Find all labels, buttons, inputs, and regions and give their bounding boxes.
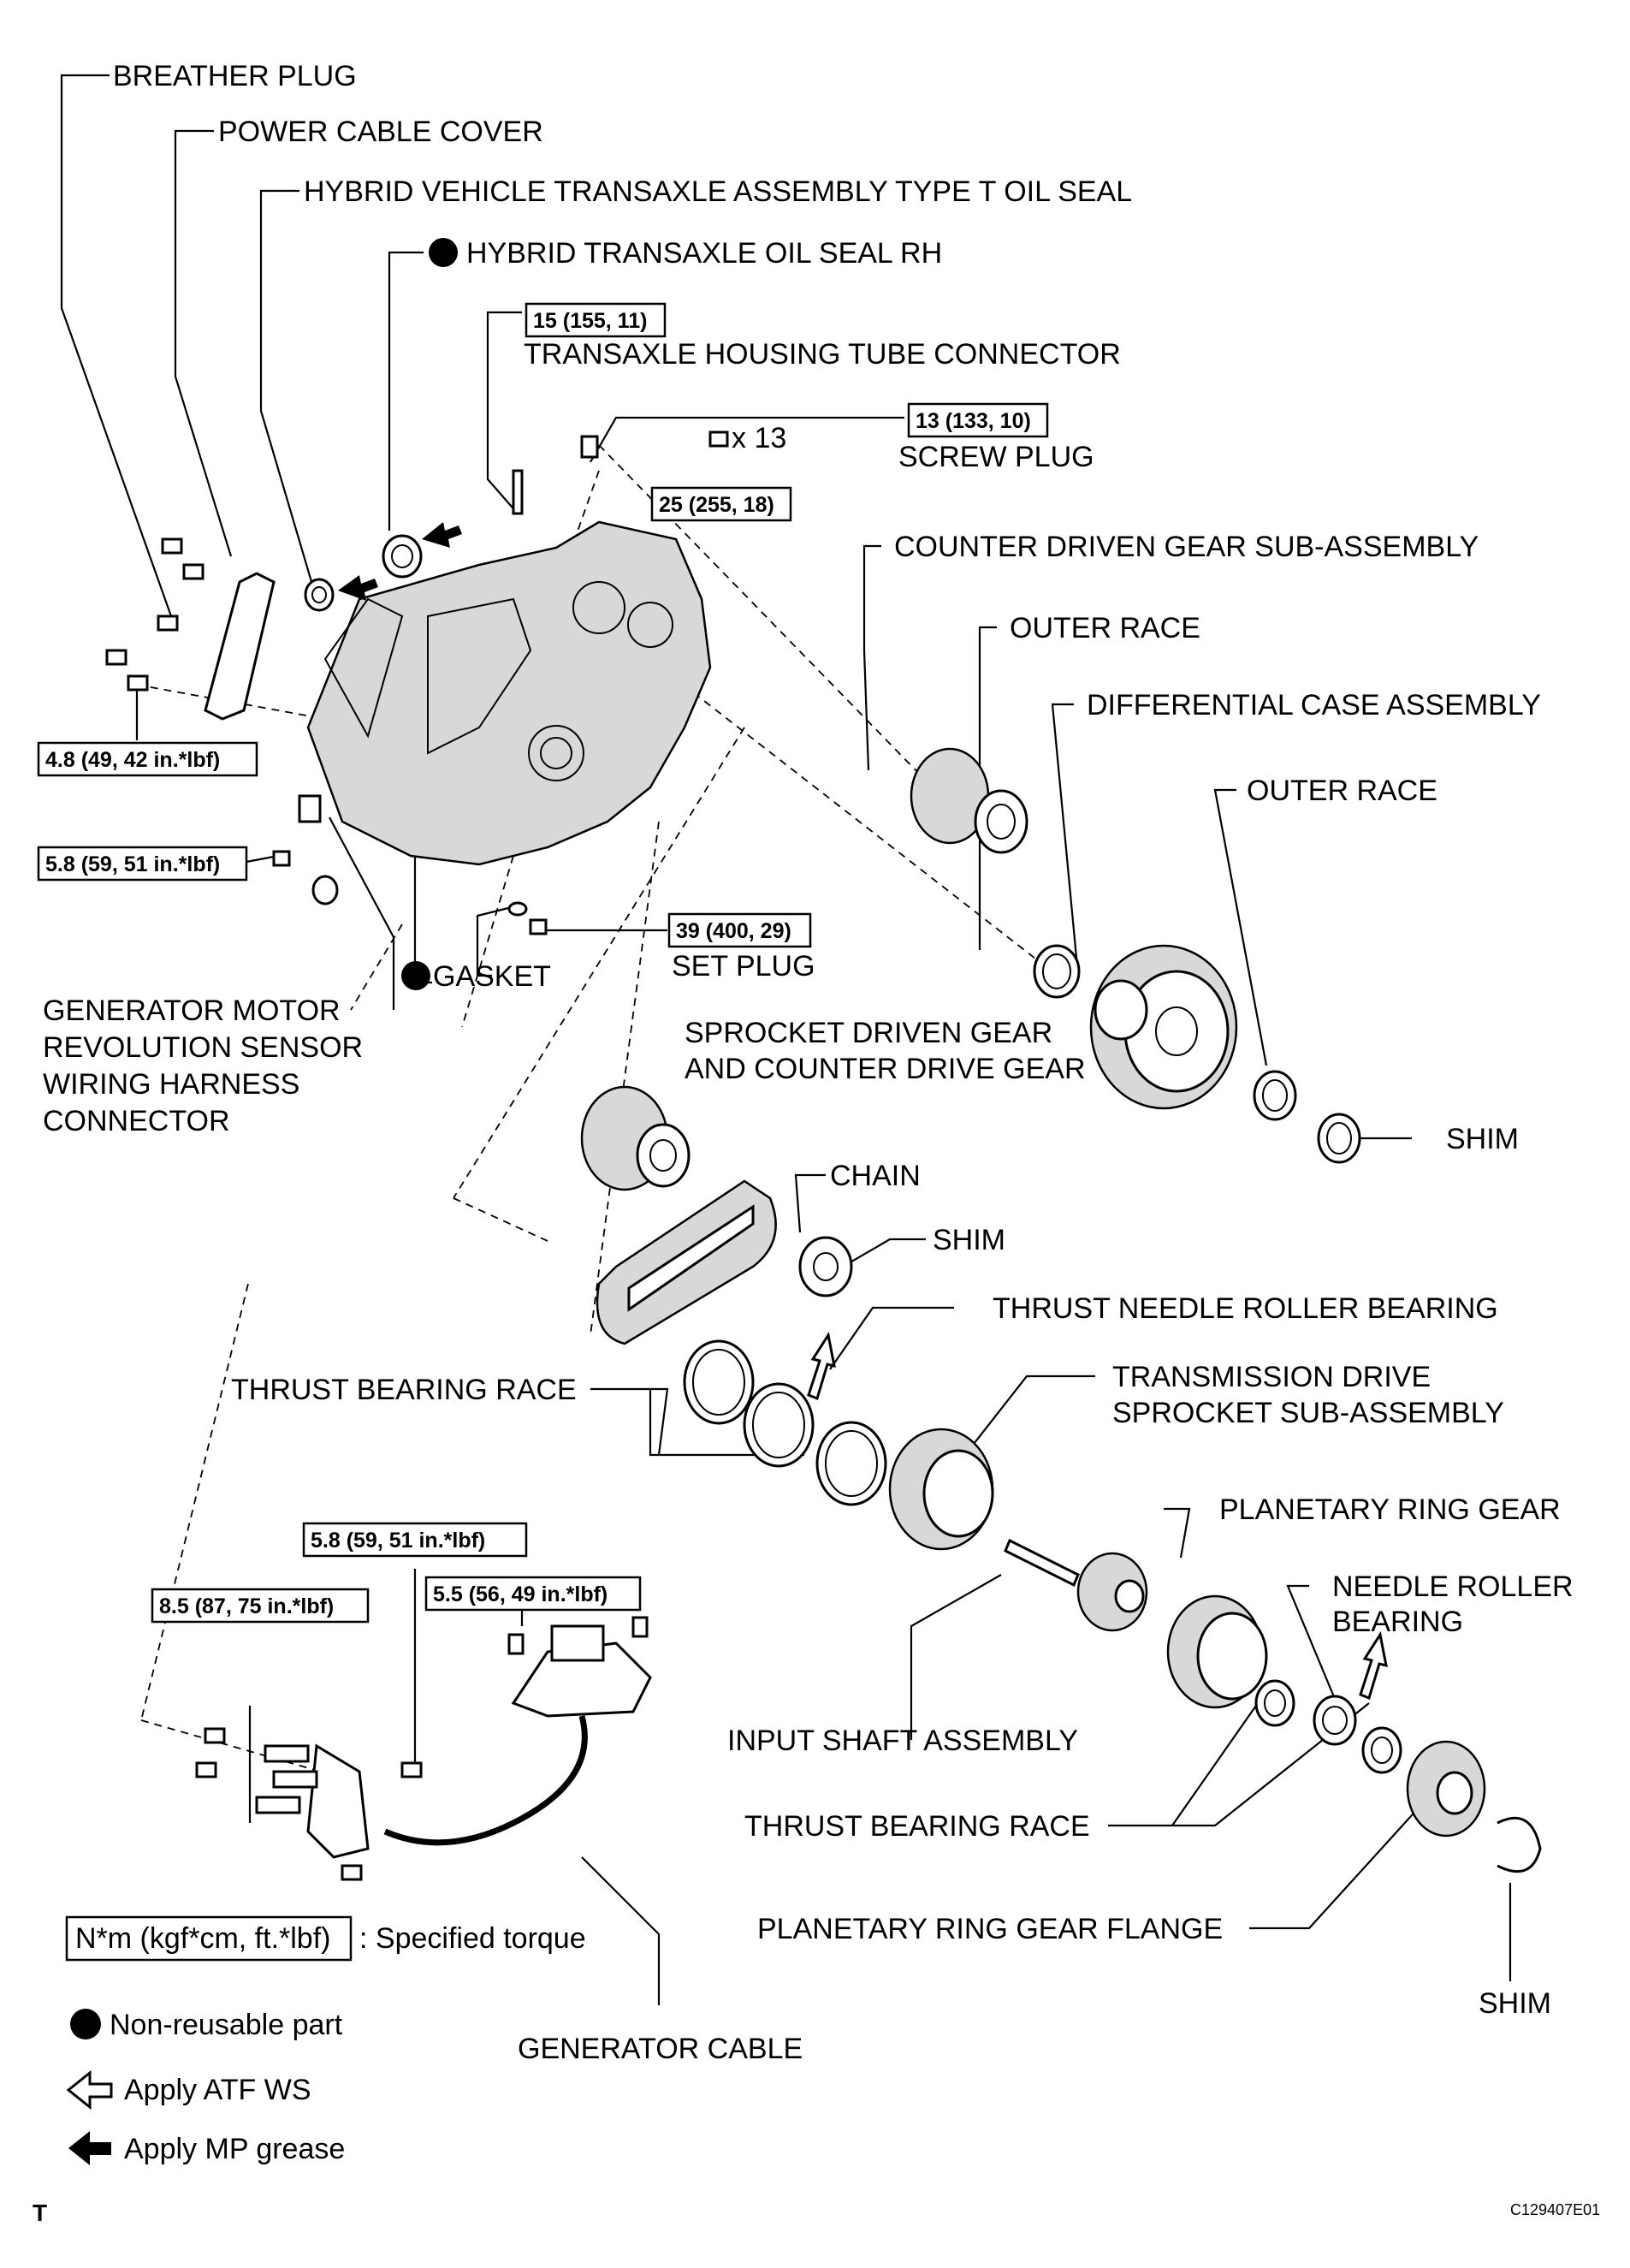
label-generator-sensor-1: GENERATOR MOTOR: [43, 994, 341, 1027]
torque-screw-plug: 13 (133, 10): [916, 409, 1031, 433]
label-shim-1: SHIM: [1446, 1123, 1519, 1155]
grease-filled-arrow-icon: [68, 2131, 111, 2165]
legend-torque-box: N*m (kgf*cm, ft.*lbf): [75, 1922, 330, 1955]
figure-code: C129407E01: [1510, 2201, 1600, 2218]
atf-open-arrows: [807, 1332, 1388, 1701]
planetary-flange-part: [1406, 1740, 1542, 1873]
legend-grease: Apply MP grease: [124, 2133, 345, 2165]
label-differential-case: DIFFERENTIAL CASE ASSEMBLY: [1087, 689, 1541, 721]
legend-torque-text: : Specified torque: [359, 1922, 586, 1955]
label-outer-race-1: OUTER RACE: [1010, 612, 1200, 644]
legend: N*m (kgf*cm, ft.*lbf) : Specified torque…: [65, 1915, 586, 2165]
torque-cover-bolts: 4.8 (49, 42 in.*lbf): [45, 748, 220, 772]
sprocket-driven-gear-part: [580, 1085, 691, 1191]
torque-cable-flange: 8.5 (87, 75 in.*lbf): [159, 1594, 334, 1618]
label-set-plug: SET PLUG: [672, 950, 815, 983]
transmission-drive-sprocket-part: [888, 1428, 994, 1551]
label-breather-plug: BREATHER PLUG: [113, 60, 357, 92]
label-housing-tube-connector: TRANSAXLE HOUSING TUBE CONNECTOR: [524, 338, 1121, 371]
label-generator-sensor-4: CONNECTOR: [43, 1105, 230, 1137]
label-screw-plug: SCREW PLUG: [898, 441, 1094, 473]
alignment-lines: [136, 444, 1036, 1781]
label-shim-2: SHIM: [933, 1224, 1005, 1256]
torque-cable-bolt: 5.8 (59, 51 in.*lbf): [311, 1529, 485, 1553]
input-shaft-part: [1004, 1538, 1148, 1632]
differential-case-part: [1089, 944, 1238, 1110]
label-sprocket-driven-1: SPROCKET DRIVEN GEAR: [685, 1017, 1052, 1049]
label-generator-sensor-3: WIRING HARNESS: [43, 1068, 299, 1101]
needle-bearing-parts: [1254, 1679, 1402, 1774]
torque-housing-bolts: 25 (255, 18): [659, 493, 774, 517]
oil-seals: [304, 534, 423, 905]
label-oil-seal-rh: HYBRID TRANSAXLE OIL SEAL RH: [466, 237, 942, 270]
corner-mark: T: [33, 2200, 47, 2226]
label-planetary-ring-gear: PLANETARY RING GEAR: [1219, 1493, 1561, 1526]
generator-cable-part: [195, 1616, 652, 1881]
grease-arrows: [338, 522, 462, 601]
chain-part: [596, 1179, 777, 1345]
label-needle-roller-1: NEEDLE ROLLER: [1332, 1570, 1574, 1603]
label-x13: x 13: [732, 422, 786, 454]
label-generator-cable: GENERATOR CABLE: [518, 2033, 803, 2065]
label-planetary-flange: PLANETARY RING GEAR FLANGE: [757, 1913, 1223, 1945]
torque-specs: 15 (155, 11) 13 (133, 10) 25 (255, 18) 4…: [37, 302, 1049, 1624]
label-transmission-drive-2: SPROCKET SUB-ASSEMBLY: [1112, 1397, 1504, 1429]
non-reusable-dot-icon: [70, 2009, 101, 2039]
label-thrust-bearing-race-1: THRUST BEARING RACE: [231, 1374, 577, 1406]
label-thrust-bearing-race-2: THRUST BEARING RACE: [744, 1810, 1090, 1843]
non-reusable-dot-icon: [429, 238, 458, 267]
non-reusable-dot-icon: [401, 961, 430, 990]
legend-non-reusable: Non-reusable part: [110, 2009, 343, 2041]
torque-sensor-connector: 5.8 (59, 51 in.*lbf): [45, 852, 220, 876]
label-sprocket-driven-2: AND COUNTER DRIVE GEAR: [685, 1053, 1086, 1085]
label-type-t-oil-seal: HYBRID VEHICLE TRANSAXLE ASSEMBLY TYPE T…: [304, 175, 1132, 208]
housing-small-parts: [272, 430, 729, 935]
planetary-ring-gear-part: [1166, 1594, 1268, 1709]
label-outer-race-2: OUTER RACE: [1247, 775, 1437, 807]
outer-race-parts: [1033, 944, 1361, 1164]
torque-tube-connector: 15 (155, 11): [533, 309, 647, 333]
counter-driven-gear-part: [910, 747, 1028, 854]
power-cable-cover-part: [204, 572, 276, 721]
label-chain: CHAIN: [830, 1160, 921, 1192]
part-labels: BREATHER PLUG POWER CABLE COVER HYBRID V…: [43, 60, 1574, 2065]
label-needle-roller-2: BEARING: [1332, 1606, 1463, 1638]
label-generator-sensor-2: REVOLUTION SENSOR: [43, 1031, 363, 1064]
label-power-cable-cover: POWER CABLE COVER: [218, 116, 543, 148]
label-counter-driven-gear: COUNTER DRIVEN GEAR SUB-ASSEMBLY: [894, 531, 1479, 563]
thrust-parts: [683, 1236, 887, 1506]
torque-set-plug: 39 (400, 29): [676, 919, 791, 943]
atf-open-arrow-icon: [66, 2069, 113, 2111]
label-gasket: GASKET: [433, 960, 551, 993]
breather-plug-bolts: [105, 537, 204, 692]
legend-atf: Apply ATF WS: [124, 2074, 311, 2106]
label-thrust-needle-roller-bearing: THRUST NEEDLE ROLLER BEARING: [993, 1292, 1498, 1325]
label-transmission-drive-1: TRANSMISSION DRIVE: [1112, 1361, 1431, 1393]
transaxle-housing: [306, 520, 712, 866]
label-input-shaft: INPUT SHAFT ASSEMBLY: [727, 1725, 1078, 1757]
torque-cable-connector: 5.5 (56, 49 in.*lbf): [433, 1582, 608, 1606]
label-shim-3: SHIM: [1479, 1987, 1551, 2020]
